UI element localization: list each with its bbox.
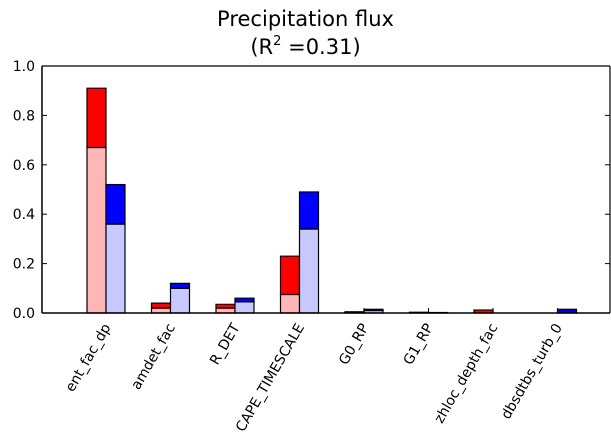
y-tick-label: 0.6: [13, 158, 35, 174]
bar-ent_fac_dp-series2-lower: [105, 223, 126, 314]
chart-subtitle: (R2 =0.31): [0, 35, 611, 59]
x-tick-label: G1_RP: [401, 321, 437, 368]
y-tick-label: 0.4: [13, 207, 35, 223]
bar-R_DET-series2-lower: [234, 301, 255, 314]
y-tick-label: 0.2: [13, 257, 35, 273]
bar-R_DET-series2-upper: [234, 297, 255, 303]
bar-CAPE_TIMESCALE-series1-upper: [279, 255, 301, 296]
y-tick-label: 0.0: [13, 306, 35, 322]
y-tick-label: 0.8: [13, 108, 35, 124]
bar-ent_fac_dp-series2-upper: [105, 183, 126, 225]
x-tick-label: amdet_fac: [128, 321, 179, 393]
bar-amdet_fac-series2-lower: [169, 287, 191, 314]
x-tick-label: R_DET: [207, 321, 244, 368]
bar-amdet_fac-series2-upper: [169, 282, 191, 289]
x-tick-label: zhloc_depth_fac: [431, 321, 501, 426]
bar-CAPE_TIMESCALE-series2-upper: [298, 191, 320, 230]
bar-G0_RP-series2-upper: [363, 308, 384, 312]
bar-ent_fac_dp-series1-upper: [86, 87, 107, 149]
chart-title: Precipitation flux: [217, 7, 394, 31]
bar-dbsdtbs_turb_0-series2-upper: [556, 308, 578, 314]
bar-ent_fac_dp-series1-lower: [86, 146, 107, 314]
bar-amdet_fac-series1-upper: [150, 302, 172, 309]
x-tick-label: G0_RP: [336, 321, 372, 368]
bar-CAPE_TIMESCALE-series2-lower: [298, 228, 320, 314]
bar-CAPE_TIMESCALE-series1-lower: [279, 293, 301, 314]
x-tick-label: dbsdtbs_turb_0: [498, 321, 566, 422]
x-tick-label: ent_fac_dp: [63, 321, 115, 395]
x-tick-label: CAPE_TIMESCALE: [233, 321, 308, 435]
y-tick-label: 1.0: [13, 59, 35, 75]
r-squared-value: =0.31): [281, 35, 361, 59]
r-squared-prefix: (R: [250, 35, 274, 59]
r-squared-superscript: 2: [273, 34, 282, 49]
bar-R_DET-series1-upper: [215, 303, 236, 309]
